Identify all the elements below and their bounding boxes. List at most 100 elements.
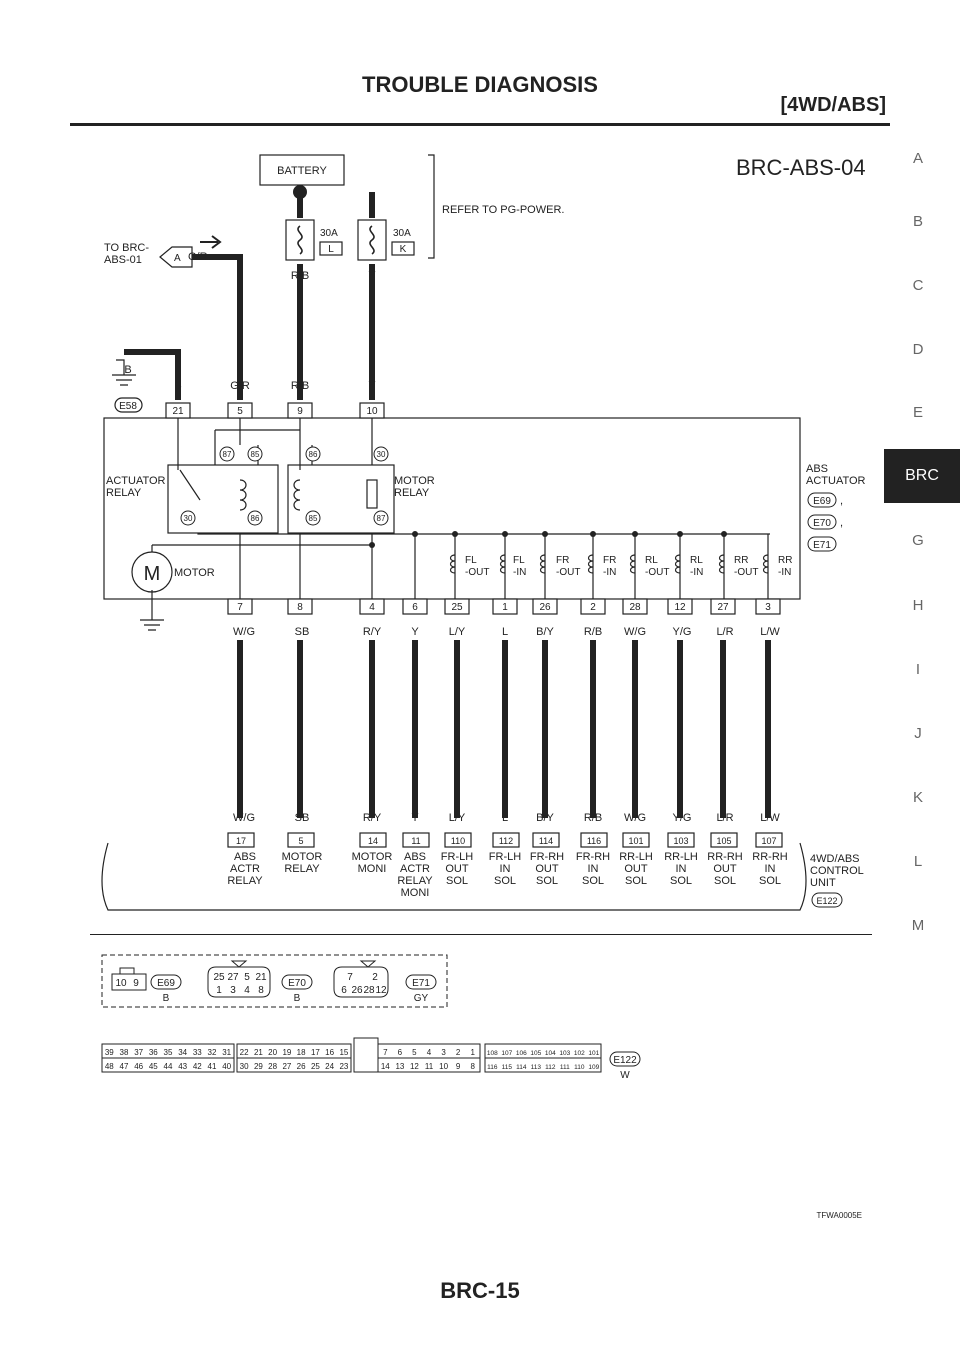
solenoid-label: -OUT	[734, 567, 758, 578]
e122-pin: 4	[427, 1048, 432, 1057]
e122-pin: 10	[439, 1062, 448, 1071]
e122-pin: 5	[412, 1048, 417, 1057]
e122-pin: 40	[222, 1062, 231, 1071]
e122-pin: 11	[425, 1062, 434, 1071]
function-label: SOL	[714, 875, 736, 887]
top-pin-5: 5	[237, 406, 243, 417]
e71-pin: 26	[351, 985, 363, 996]
e122-pin: 37	[134, 1048, 143, 1057]
e122-pin: 101	[588, 1050, 599, 1057]
wire-color-lower: L	[502, 812, 508, 824]
e70-tag: E70	[288, 978, 306, 989]
e70-pin: 4	[244, 985, 250, 996]
wire-color-upper: L/W	[760, 626, 780, 638]
to-connector-line2: ABS-01	[104, 254, 142, 266]
function-label: MOTOR	[352, 851, 393, 863]
lower-pin: 105	[716, 836, 731, 846]
e70-pin: 25	[213, 972, 225, 983]
function-label: RR-LH	[619, 851, 653, 863]
upper-pin: 25	[451, 602, 463, 613]
lower-pin: 107	[761, 836, 776, 846]
e69-pin: 10	[115, 978, 127, 989]
lower-pin: 101	[628, 836, 643, 846]
e71-color: GY	[414, 993, 429, 1004]
solenoid-label: FL	[465, 555, 477, 566]
function-label: SOL	[582, 875, 604, 887]
side-index-l[interactable]: L	[913, 853, 923, 870]
side-index-brc[interactable]: BRC	[884, 449, 960, 503]
side-index-i[interactable]: I	[915, 661, 921, 678]
wire-color-upper: SB	[295, 626, 310, 638]
upper-pin: 2	[590, 602, 596, 613]
e71-pin: 6	[341, 985, 347, 996]
e122-pin: 24	[325, 1062, 334, 1071]
function-label: OUT	[713, 863, 737, 875]
relay-pin: 30	[377, 450, 386, 459]
e122-pin: 109	[588, 1064, 599, 1071]
fuse-rating-k: 30A	[393, 228, 411, 239]
function-label: SOL	[625, 875, 647, 887]
fuse-wire-rb: R/B	[291, 270, 309, 282]
e122-pin: 23	[339, 1062, 348, 1071]
top-wire-5: G/R	[230, 380, 250, 392]
function-label: RR-RH	[752, 851, 787, 863]
control-unit-connector: E122	[816, 896, 837, 906]
e122-pin: 42	[193, 1062, 202, 1071]
e122-pin: 43	[178, 1062, 187, 1071]
lower-pin: 17	[236, 836, 246, 846]
function-label: SOL	[494, 875, 516, 887]
side-index-h[interactable]: H	[912, 597, 924, 614]
wire-color-lower: R/Y	[363, 812, 382, 824]
e122-pin: 13	[395, 1062, 404, 1071]
e122-pin: 18	[297, 1048, 306, 1057]
e69-pin: 9	[133, 978, 139, 989]
e122-pin: 14	[381, 1062, 390, 1071]
e122-pin: 38	[120, 1048, 129, 1057]
upper-pin: 26	[539, 602, 551, 613]
lower-pin: 14	[368, 836, 378, 846]
e122-pin: 2	[456, 1048, 461, 1057]
wire-color-lower: W/G	[624, 812, 646, 824]
e70-pin: 21	[255, 972, 267, 983]
function-label: MOTOR	[282, 851, 323, 863]
e122-pin: 8	[470, 1062, 475, 1071]
function-label: IN	[676, 863, 687, 875]
side-index-e[interactable]: E	[912, 404, 923, 421]
wire-color-upper: R/Y	[363, 626, 382, 638]
e122-pin: 31	[222, 1048, 231, 1057]
top-wire-10: Y	[368, 380, 376, 392]
refer-note: REFER TO PG-POWER.	[442, 204, 564, 216]
solenoid-label: RR	[734, 555, 748, 566]
ground-connector: E58	[119, 401, 137, 412]
figure-id: TFWA0005E	[817, 1211, 863, 1220]
e122-pin: 113	[531, 1064, 542, 1071]
section-tag: [4WD/ABS]	[780, 94, 886, 116]
control-unit-label: 4WD/ABS	[810, 853, 860, 865]
e122-pin: 12	[410, 1062, 419, 1071]
wire-color-upper: B/Y	[536, 626, 554, 638]
e122-pin: 26	[297, 1062, 306, 1071]
connector-tag-e69: E69	[813, 496, 831, 507]
side-index-m[interactable]: M	[911, 917, 925, 934]
side-index-a[interactable]: A	[912, 150, 923, 167]
e122-pin: 21	[254, 1048, 263, 1057]
side-index-k[interactable]: K	[912, 789, 923, 806]
to-connector-line1: TO BRC-	[104, 242, 149, 254]
side-index-g[interactable]: G	[912, 532, 924, 549]
function-label: IN	[588, 863, 599, 875]
side-index-d[interactable]: D	[912, 341, 924, 358]
connector-tag-e70: E70	[813, 518, 831, 529]
solenoid-label: FL	[513, 555, 525, 566]
side-index-j[interactable]: J	[914, 725, 922, 742]
e71-pin: 12	[375, 985, 387, 996]
function-label: FR-LH	[489, 851, 521, 863]
e122-pin: 108	[487, 1050, 498, 1057]
e70-pin: 5	[244, 972, 250, 983]
side-index-b[interactable]: B	[912, 213, 923, 230]
relay-pin: 85	[309, 514, 318, 523]
wire-color-upper: Y/G	[673, 626, 692, 638]
abs-actuator-label: ABS	[806, 463, 828, 475]
function-label: OUT	[445, 863, 469, 875]
side-index-c[interactable]: C	[912, 277, 924, 294]
e122-pin: 1	[470, 1048, 475, 1057]
